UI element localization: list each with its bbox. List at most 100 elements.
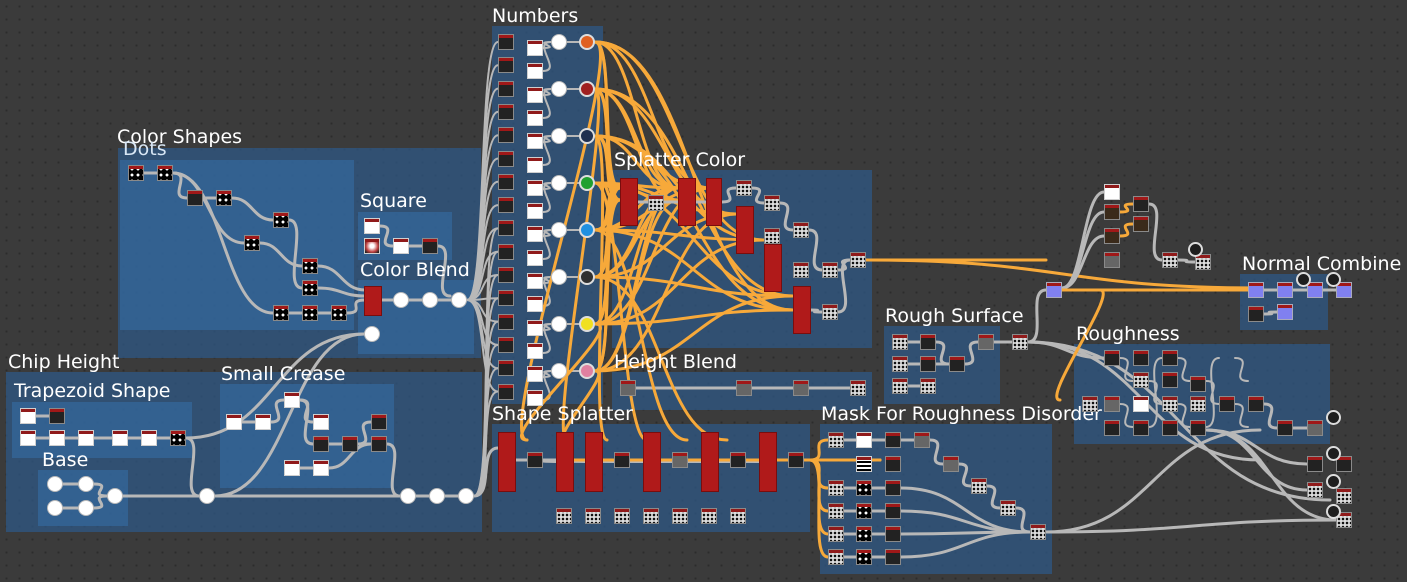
square-gradient-node[interactable] — [364, 238, 380, 254]
wire[interactable] — [1204, 428, 1338, 522]
wire[interactable] — [1119, 403, 1134, 428]
base-node-a[interactable] — [47, 476, 63, 492]
rough-node-b[interactable] — [892, 356, 908, 372]
number-input-node[interactable] — [498, 290, 514, 307]
output-circle-a[interactable] — [1326, 446, 1341, 461]
crease-node-j[interactable] — [313, 460, 329, 476]
wire[interactable] — [184, 436, 201, 498]
wire[interactable] — [356, 420, 373, 446]
mask-node-b[interactable] — [856, 432, 872, 448]
number-input-node[interactable] — [498, 383, 514, 400]
crease-node-d[interactable] — [313, 414, 329, 430]
number-input-node[interactable] — [498, 57, 514, 74]
crease-node-g[interactable] — [371, 414, 387, 430]
wire[interactable] — [778, 201, 795, 232]
shape-splatter-node-1[interactable] — [556, 432, 574, 492]
number-input-node[interactable] — [498, 243, 514, 260]
normal-combine-node-c[interactable] — [1277, 282, 1293, 298]
combine-node-c[interactable] — [1104, 228, 1120, 244]
shape-splatter-node-2[interactable] — [585, 432, 603, 492]
mask-row-node[interactable] — [856, 480, 872, 496]
mask-node-h[interactable] — [971, 478, 987, 494]
dots-node[interactable] — [273, 212, 289, 228]
roughness-node[interactable] — [1219, 396, 1235, 412]
wire[interactable] — [928, 438, 945, 466]
normal-combine-node-a[interactable] — [1248, 282, 1264, 298]
normal-node-input[interactable] — [1046, 282, 1062, 298]
splatter-noise-node-2[interactable] — [736, 180, 752, 196]
number-input-node[interactable] — [498, 336, 514, 353]
output-node-a[interactable] — [1307, 456, 1323, 472]
rough-node-f[interactable] — [920, 378, 936, 394]
wire[interactable] — [1060, 234, 1106, 290]
combine-node-f[interactable] — [1133, 216, 1149, 232]
wire[interactable] — [258, 241, 304, 268]
shape-splatter-source[interactable] — [498, 432, 516, 492]
output-node-d[interactable] — [1336, 488, 1352, 504]
roughness-node[interactable] — [1162, 396, 1178, 412]
wire[interactable] — [1044, 518, 1342, 534]
number-input-node[interactable] — [498, 313, 514, 330]
splatter-color-node-2[interactable] — [678, 178, 696, 226]
wire[interactable] — [184, 332, 366, 440]
shape-splatter-noise-node[interactable] — [585, 508, 601, 524]
frame-title-small-crease[interactable]: Small Crease — [221, 363, 346, 385]
normal-combine-node-f[interactable] — [1336, 282, 1352, 298]
color-blend-c[interactable] — [451, 292, 467, 308]
roughness-node[interactable] — [1104, 396, 1120, 412]
number-shape-node[interactable] — [527, 366, 543, 383]
trapezoid-node-f[interactable] — [112, 430, 128, 446]
shape-splatter-node-8[interactable] — [759, 432, 777, 492]
wire[interactable] — [520, 322, 602, 442]
number-color-dot-node[interactable] — [579, 222, 595, 238]
roughness-node[interactable] — [1133, 372, 1149, 388]
wire[interactable] — [1026, 340, 1332, 502]
wire[interactable] — [316, 264, 367, 292]
number-input-node[interactable] — [498, 360, 514, 377]
mask-row-node[interactable] — [856, 503, 872, 519]
frame-title-dots[interactable]: Dots — [123, 138, 167, 160]
roughness-node[interactable] — [1277, 420, 1293, 436]
dots-node[interactable] — [273, 305, 289, 321]
dots-node-a[interactable] — [128, 165, 144, 181]
frame-title-trapezoid-shape[interactable]: Trapezoid Shape — [14, 380, 171, 402]
frame-title-roughness[interactable]: Roughness — [1076, 323, 1180, 345]
splatter-noise-node-4[interactable] — [764, 228, 780, 244]
splatter-noise-node-8[interactable] — [822, 304, 838, 320]
wire[interactable] — [899, 530, 1032, 559]
number-shape-node[interactable] — [527, 40, 543, 56]
crease-node-h[interactable] — [371, 436, 387, 452]
wire[interactable] — [963, 340, 980, 366]
splatter-color-node-4[interactable] — [736, 206, 754, 254]
wire[interactable] — [92, 482, 109, 498]
dots-node[interactable] — [302, 305, 318, 321]
mask-row-node[interactable] — [885, 526, 901, 542]
crease-node-f[interactable] — [342, 436, 358, 452]
number-input-node[interactable] — [498, 173, 514, 190]
roughness-node[interactable] — [1104, 420, 1120, 436]
splatter-noise-node-6[interactable] — [793, 262, 809, 278]
number-blend-node[interactable] — [551, 175, 567, 191]
mask-node-g[interactable] — [943, 456, 959, 472]
wire[interactable] — [542, 88, 552, 119]
wire[interactable] — [472, 446, 500, 498]
crease-node-e[interactable] — [313, 436, 329, 452]
output-node-e[interactable] — [1336, 512, 1352, 528]
frame-title-numbers[interactable]: Numbers — [492, 5, 579, 27]
wire[interactable] — [1014, 506, 1032, 534]
number-blend-node[interactable] — [551, 363, 567, 379]
wire[interactable] — [378, 224, 395, 248]
number-input-node[interactable] — [498, 127, 514, 144]
shape-splatter-noise-node[interactable] — [701, 508, 717, 524]
wire[interactable] — [808, 308, 824, 314]
frame-dots[interactable] — [120, 160, 354, 330]
wire[interactable] — [213, 332, 366, 498]
shape-splatter-node[interactable] — [527, 452, 543, 468]
shape-splatter-node-6[interactable] — [701, 432, 719, 492]
wire[interactable] — [230, 196, 275, 222]
rough-node-h[interactable] — [978, 334, 994, 350]
output-node-b[interactable] — [1336, 456, 1352, 472]
splatter-color-node-5[interactable] — [764, 244, 782, 292]
wire[interactable] — [1118, 222, 1135, 238]
wire[interactable] — [436, 244, 452, 298]
